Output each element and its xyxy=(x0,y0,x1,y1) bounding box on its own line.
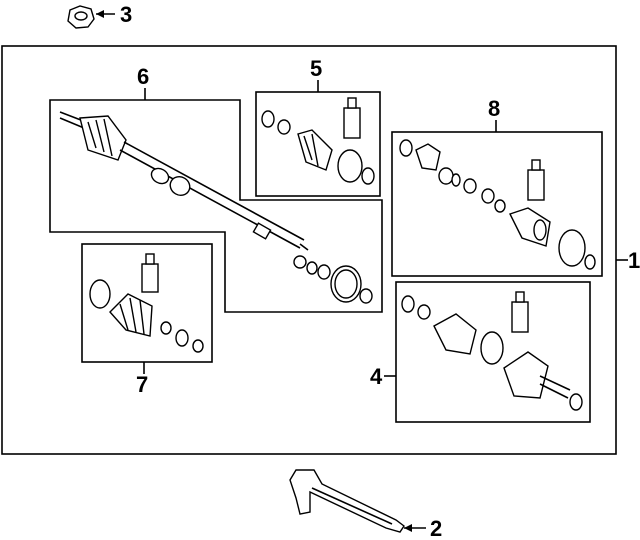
arrow-icon xyxy=(96,10,104,18)
callout-3: 3 xyxy=(120,2,132,27)
callout-2: 2 xyxy=(430,516,442,540)
group-8-frame xyxy=(391,131,603,277)
callout-1: 1 xyxy=(628,248,640,273)
group-6-frame xyxy=(49,99,383,313)
bracket-part xyxy=(289,469,405,533)
arrow-icon xyxy=(404,524,412,532)
callout-5: 5 xyxy=(310,56,322,81)
joint-kit-4 xyxy=(401,291,583,411)
callout-8: 8 xyxy=(488,96,500,121)
nut-part xyxy=(67,5,95,29)
group-7-frame xyxy=(81,243,213,363)
boot-kit-7 xyxy=(89,253,204,353)
callout-6: 6 xyxy=(137,64,149,89)
callout-7: 7 xyxy=(136,372,148,397)
main-frame xyxy=(1,45,617,455)
joint-kit-8 xyxy=(399,139,596,270)
callout-4: 4 xyxy=(370,364,383,389)
boot-kit-5 xyxy=(261,97,375,185)
axle-shaft-assembly xyxy=(59,111,373,304)
group-4-frame xyxy=(395,281,591,423)
